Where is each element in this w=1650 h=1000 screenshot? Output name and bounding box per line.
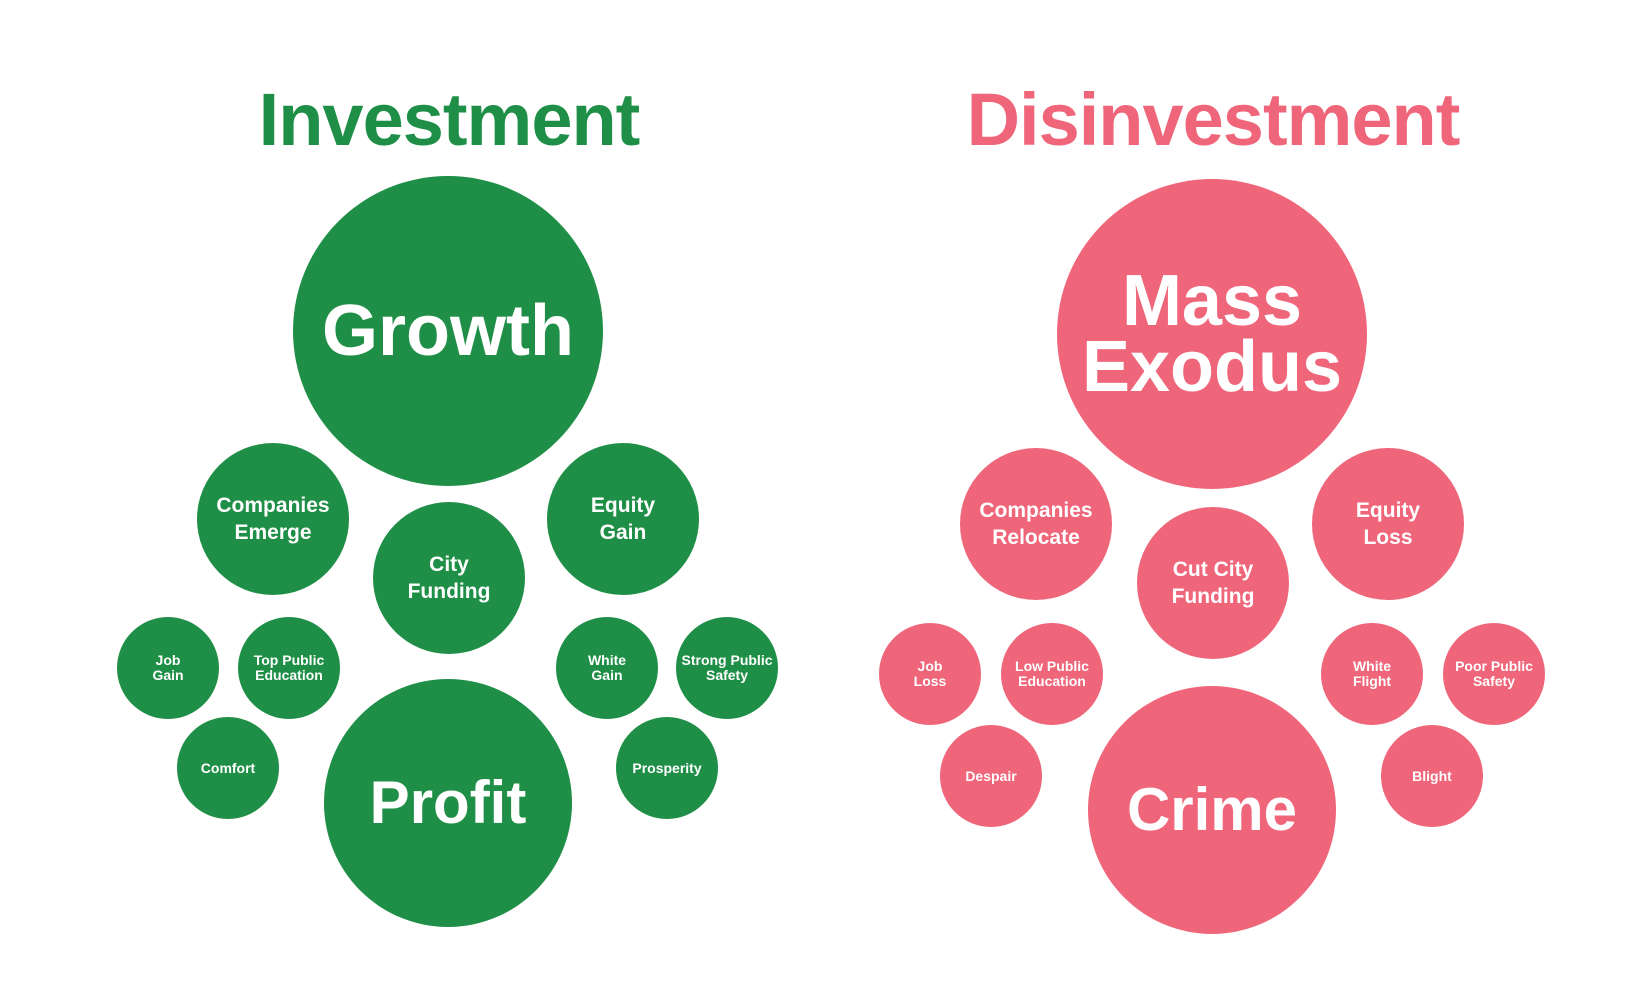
disinvestment-title: Disinvestment — [966, 78, 1461, 161]
bubble-prosperity: Prosperity — [616, 717, 718, 819]
bubble-comfort: Comfort — [177, 717, 279, 819]
bubble-low-public-education: Low Public Education — [1001, 623, 1103, 725]
bubble-blight: Blight — [1381, 725, 1483, 827]
bubble-crime: Crime — [1088, 686, 1336, 934]
bubble-top-public-education: Top Public Education — [238, 617, 340, 719]
investment-title: Investment — [258, 78, 641, 161]
bubble-companies-relocate: Companies Relocate — [960, 448, 1112, 600]
bubble-equity-gain: Equity Gain — [547, 443, 699, 595]
bubble-growth: Growth — [293, 176, 603, 486]
bubble-white-gain: White Gain — [556, 617, 658, 719]
bubble-cut-city-funding: Cut City Funding — [1137, 507, 1289, 659]
bubble-profit: Profit — [324, 679, 572, 927]
bubble-mass-exodus: Mass Exodus — [1057, 179, 1367, 489]
bubble-strong-public-safety: Strong Public Safety — [676, 617, 778, 719]
bubble-job-gain: Job Gain — [117, 617, 219, 719]
bubble-poor-public-safety: Poor Public Safety — [1443, 623, 1545, 725]
bubble-white-flight: White Flight — [1321, 623, 1423, 725]
bubble-companies-emerge: Companies Emerge — [197, 443, 349, 595]
bubble-equity-loss: Equity Loss — [1312, 448, 1464, 600]
bubble-city-funding: City Funding — [373, 502, 525, 654]
bubble-job-loss: Job Loss — [879, 623, 981, 725]
bubble-despair: Despair — [940, 725, 1042, 827]
